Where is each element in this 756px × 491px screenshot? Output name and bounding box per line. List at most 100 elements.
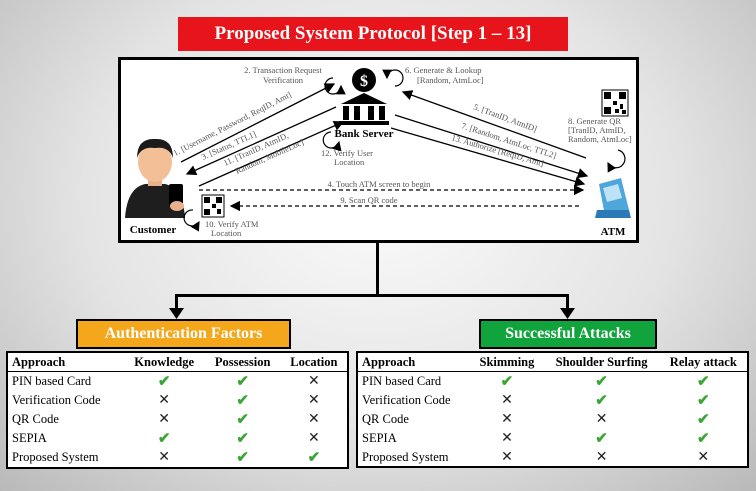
- table-row: QR Code ✕ ✕ ✔: [357, 410, 748, 429]
- cross-icon: ✕: [307, 431, 320, 446]
- mark-cell: ✕: [470, 410, 543, 429]
- table-row: PIN based Card ✔ ✔ ✕: [7, 372, 348, 392]
- column-header-approach: Approach: [357, 352, 471, 372]
- loop-step-6: [382, 69, 404, 87]
- connector-left-arrowhead: [169, 308, 184, 319]
- column-header-approach: Approach: [7, 352, 124, 372]
- row-approach: SEPIA: [12, 431, 47, 445]
- table-header-row: Approach Knowledge Possession Location: [7, 352, 348, 372]
- mark-cell: ✕: [281, 391, 348, 410]
- atm-label: ATM: [601, 226, 626, 238]
- table-row: Proposed System ✕ ✔ ✔: [7, 448, 348, 468]
- column-header-location: Location: [280, 352, 348, 372]
- row-approach: QR Code: [362, 412, 409, 426]
- successful-attacks-table: Approach Skimming Shoulder Surfing Relay…: [356, 351, 749, 468]
- protocol-diagram-svg: $ Bank Server Customer ATM: [125, 65, 632, 238]
- mark-cell: ✕: [124, 391, 205, 410]
- table-row: QR Code✕✔✕: [7, 410, 348, 429]
- row-approach: PIN based Card: [12, 374, 92, 388]
- mark-cell: ✔: [544, 372, 660, 392]
- cross-icon: ✕: [307, 393, 320, 408]
- step-2-label: 2. Transaction Request: [244, 65, 322, 75]
- mark-cell: ✔: [660, 429, 748, 448]
- row-approach: Verification Code: [12, 393, 101, 407]
- connector-horizontal: [175, 294, 569, 297]
- check-icon: ✔: [157, 374, 171, 390]
- column-header-shoulder-surfing: Shoulder Surfing: [543, 352, 660, 372]
- column-header-possession: Possession: [204, 352, 281, 372]
- mark-cell: ✔: [544, 391, 660, 410]
- connector-right-drop: [566, 294, 569, 311]
- arrow-step-5: [401, 90, 587, 159]
- protocol-diagram: $ Bank Server Customer ATM: [118, 57, 639, 243]
- step-12-label-2: Location: [334, 157, 365, 167]
- mark-cell: ✔: [205, 391, 281, 410]
- step-6-label-2: [Random, AtmLoc]: [417, 75, 484, 85]
- bank-icon: $: [339, 68, 389, 125]
- mark-cell: ✕: [470, 391, 543, 410]
- cross-icon: ✕: [501, 449, 513, 465]
- arrow-step-3: [185, 106, 337, 176]
- mark-cell: ✔: [544, 429, 660, 448]
- table-row: Proposed System✕✕✕: [357, 448, 748, 467]
- mark-cell: ✔: [660, 372, 748, 392]
- step-8-label-3: Random, AtmLoc]: [568, 134, 632, 144]
- mark-cell: ✕: [660, 448, 748, 467]
- column-header-relay-attack: Relay attack: [659, 352, 748, 372]
- mark-cell: ✕: [281, 429, 348, 448]
- cross-icon: ✕: [158, 450, 171, 465]
- cross-icon: ✕: [595, 412, 608, 427]
- scanned-qr-code-icon: [201, 194, 225, 218]
- check-icon: ✔: [236, 412, 249, 428]
- check-icon: ✔: [236, 393, 249, 409]
- column-header-knowledge: Knowledge: [123, 352, 205, 372]
- mark-cell: ✕: [470, 429, 543, 448]
- step-10-label-2: Location: [211, 228, 242, 238]
- mark-cell: ✔: [205, 448, 281, 468]
- check-icon: ✔: [697, 393, 710, 409]
- check-icon: ✔: [236, 374, 249, 390]
- cross-icon: ✕: [158, 393, 171, 408]
- check-icon: ✔: [500, 374, 514, 390]
- mark-cell: ✕: [470, 448, 543, 467]
- check-icon: ✔: [307, 450, 321, 466]
- step-8-label-2: [TranID, AtmID,: [568, 125, 626, 135]
- mark-cell: ✔: [470, 372, 543, 392]
- qr-code-icon: [601, 89, 629, 117]
- table-row: SEPIA ✔ ✔ ✕: [7, 429, 348, 448]
- cross-icon: ✕: [501, 431, 513, 446]
- check-icon: ✔: [697, 374, 710, 390]
- check-icon: ✔: [157, 431, 171, 447]
- connector-right-arrowhead: [560, 308, 575, 319]
- check-icon: ✔: [697, 412, 710, 428]
- table-row: PIN based Card✔✔✔: [357, 372, 748, 392]
- mark-cell: ✔: [124, 372, 205, 392]
- row-approach: Proposed System: [12, 450, 99, 464]
- check-icon: ✔: [595, 393, 608, 409]
- step-8-label: 8. Generate QR: [568, 116, 621, 126]
- customer-icon: [125, 138, 185, 218]
- check-icon: ✔: [595, 431, 608, 447]
- step-6-label: 6. Generate & Lookup: [405, 65, 481, 75]
- table-row: Verification Code ✕ ✔ ✔: [357, 391, 748, 410]
- customer-label: Customer: [130, 224, 177, 236]
- authentication-factors-label: Authentication Factors: [76, 319, 291, 349]
- mark-cell: ✕: [124, 448, 205, 468]
- table-header-row: Approach Skimming Shoulder Surfing Relay…: [357, 352, 748, 372]
- row-approach: Verification Code: [362, 393, 451, 407]
- connector-left-drop: [175, 294, 178, 311]
- mark-cell: ✔: [124, 429, 205, 448]
- table-row: Verification Code ✕ ✔ ✕: [7, 391, 348, 410]
- mark-cell: ✕: [544, 410, 660, 429]
- mark-cell: ✔: [281, 448, 348, 468]
- step-9-label: 9. Scan QR code: [340, 195, 397, 205]
- cross-icon: ✕: [307, 374, 320, 389]
- cross-icon: ✕: [158, 412, 171, 427]
- step-4-label: 4. Touch ATM screen to begin: [328, 179, 431, 189]
- mark-cell: ✔: [205, 429, 281, 448]
- loop-step-10: [183, 209, 200, 232]
- atm-icon: [595, 178, 631, 218]
- mark-cell: ✔: [205, 410, 281, 429]
- mark-cell: ✔: [205, 372, 281, 392]
- cross-icon: ✕: [595, 449, 608, 465]
